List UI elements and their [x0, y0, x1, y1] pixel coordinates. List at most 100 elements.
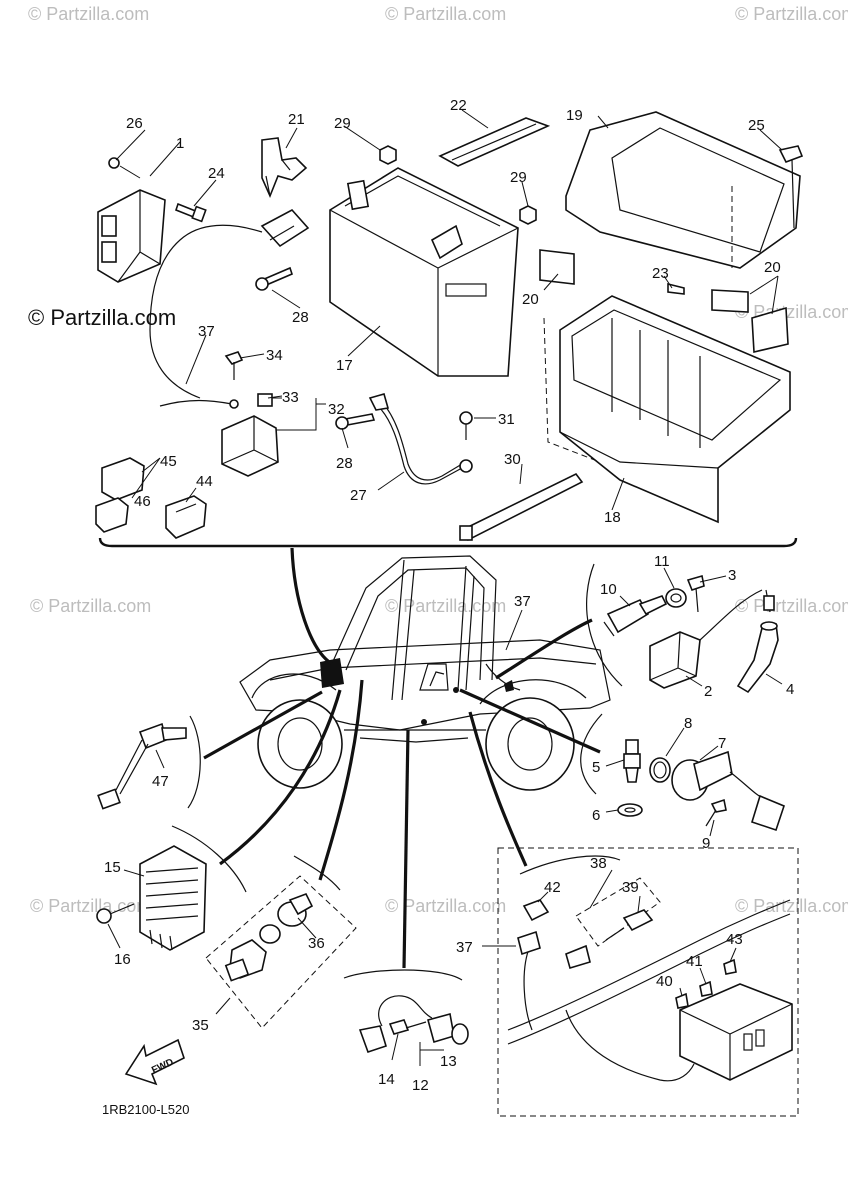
callout-43: 43 — [726, 931, 743, 948]
leader-lines-12-14 — [391, 1033, 444, 1066]
section-bracket — [98, 537, 798, 548]
o-ring-part-8[interactable] — [649, 757, 671, 783]
bolt-part-23[interactable] — [667, 282, 685, 295]
callout-28a: 28 — [292, 309, 309, 326]
callout-32: 32 — [328, 401, 345, 418]
battery-cover-part-19[interactable] — [565, 111, 801, 269]
ignition-coil-part-2[interactable] — [649, 589, 763, 689]
callout-18: 18 — [604, 509, 621, 526]
fuse-part-40[interactable] — [675, 992, 689, 1009]
leader-lines-right-mid — [605, 727, 719, 837]
wire-part-37[interactable] — [159, 399, 239, 409]
leader-lines-15-16 — [107, 869, 145, 949]
callout-1: 1 — [176, 135, 184, 152]
pointer-lines — [203, 547, 601, 969]
pad-part-20[interactable] — [539, 249, 575, 285]
clip-part-21[interactable] — [261, 137, 308, 199]
callout-9: 9 — [702, 835, 710, 852]
block-part-46[interactable] — [95, 497, 129, 533]
o-ring-part-11[interactable] — [665, 588, 687, 608]
gasket-part-6[interactable] — [617, 803, 643, 817]
callouts-bottom-right: 37 42 38 39 40 41 43 — [456, 855, 743, 990]
strap-part-22[interactable] — [438, 117, 551, 167]
screw-part-25[interactable] — [778, 145, 804, 229]
callout-30: 30 — [504, 451, 521, 468]
battery-box-part-18[interactable] — [543, 295, 791, 524]
leader-lines-top — [115, 109, 783, 511]
callout-41: 41 — [686, 953, 703, 970]
callout-45: 45 — [160, 453, 177, 470]
callout-4: 4 — [786, 681, 794, 698]
ecu-part-1[interactable] — [97, 157, 166, 283]
diagram-code: 1RB2100-L520 — [102, 1102, 189, 1117]
callout-11: 11 — [654, 553, 670, 570]
fuse-holder-part-39[interactable] — [605, 909, 654, 941]
plug-cap-part-4[interactable] — [736, 589, 779, 694]
relay-part-42[interactable] — [522, 899, 550, 922]
leader-47 — [155, 749, 165, 769]
callout-6: 6 — [592, 807, 600, 824]
sensor-part-12[interactable] — [358, 995, 455, 1054]
callout-20b: 20 — [764, 259, 781, 276]
bolt-part-3[interactable] — [686, 574, 705, 613]
bolt-part-16[interactable] — [96, 903, 135, 924]
spark-plug-part-5[interactable] — [623, 739, 641, 783]
switch-part-36[interactable] — [259, 892, 314, 944]
callout-37c: 37 — [456, 939, 473, 956]
bolt-part-28[interactable] — [255, 266, 293, 291]
ecu-wire — [149, 224, 263, 399]
callout-12: 12 — [412, 1077, 429, 1094]
callout-47: 47 — [152, 773, 169, 790]
sensor-part-7[interactable] — [671, 750, 785, 832]
callout-31: 31 — [498, 411, 515, 428]
callout-28b: 28 — [336, 455, 353, 472]
cable-tie-part-30[interactable] — [459, 472, 584, 542]
fuse-part-43[interactable] — [723, 958, 737, 975]
block-part-45[interactable] — [101, 457, 145, 501]
watermark: © Partzilla.com — [385, 4, 506, 24]
callouts-top: 26 1 24 21 29 22 19 25 29 28 17 20 23 20… — [126, 97, 781, 526]
rectifier-part-15[interactable] — [139, 845, 207, 951]
group-box-38 — [575, 877, 661, 947]
bracket-right-top — [585, 563, 623, 687]
bolt-part-31[interactable] — [459, 411, 473, 440]
connector-part — [260, 208, 310, 248]
bolt-part-24[interactable] — [175, 202, 207, 223]
bolt-part-14[interactable] — [388, 1019, 427, 1035]
callout-33: 33 — [282, 389, 299, 406]
callout-35: 35 — [192, 1017, 209, 1034]
callout-7: 7 — [718, 735, 726, 752]
bracket-left-mid — [187, 715, 201, 809]
callout-17: 17 — [336, 357, 353, 374]
pad-part-20b[interactable] — [711, 289, 789, 353]
group-box-35 — [205, 875, 357, 1029]
watermark: © Partzilla.com — [28, 4, 149, 24]
vehicle-illustration — [239, 555, 611, 791]
o-ring-part-13[interactable] — [451, 1023, 469, 1045]
callout-29b: 29 — [510, 169, 527, 186]
bolt-part-34[interactable] — [224, 351, 244, 380]
battery-part-17[interactable] — [329, 167, 519, 377]
coupler-part-44[interactable] — [165, 495, 207, 539]
bolt-part-9[interactable] — [705, 798, 727, 827]
sensor-part-47[interactable] — [97, 722, 187, 810]
battery-cable-part-27[interactable] — [368, 393, 473, 485]
nut-part-29b[interactable] — [519, 205, 537, 225]
switch-part-35[interactable] — [224, 939, 267, 982]
callout-42: 42 — [544, 879, 561, 896]
watermark: © Partzilla.com — [30, 596, 151, 616]
starter-relay-part-32[interactable] — [221, 393, 279, 477]
sensor-part-10[interactable] — [603, 595, 668, 637]
bracket-12 — [343, 969, 463, 981]
leader-lines-37-43 — [482, 869, 737, 997]
nut-part-29[interactable] — [379, 145, 397, 165]
fuse-box-part — [679, 983, 793, 1081]
callout-22: 22 — [450, 97, 467, 114]
watermark: © Partzilla.com — [735, 596, 848, 616]
fuse-part-41[interactable] — [699, 980, 713, 997]
callouts-right-mid: 5 6 8 7 9 — [592, 715, 726, 852]
wire-harness-part-37c[interactable] — [507, 899, 791, 1082]
callout-5: 5 — [592, 759, 600, 776]
bracket-37 — [519, 855, 621, 875]
